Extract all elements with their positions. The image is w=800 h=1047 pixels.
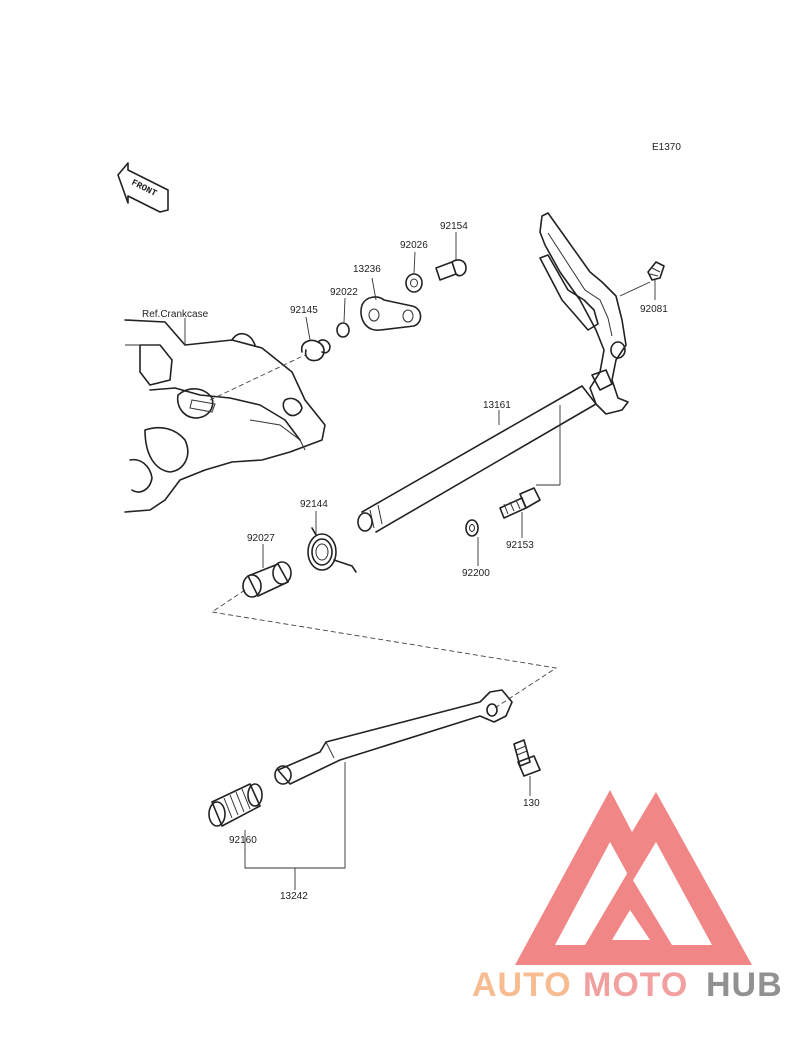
front-arrow-icon: FRONT bbox=[117, 162, 169, 213]
assembly-dash-line bbox=[209, 354, 306, 401]
part-92154-drawing bbox=[435, 259, 467, 281]
assembly-dash-line bbox=[210, 589, 558, 709]
part-label-92145: 92145 bbox=[290, 305, 318, 316]
part-label-13236: 13236 bbox=[353, 264, 381, 275]
part-label-92022: 92022 bbox=[330, 287, 358, 298]
part-92200-drawing bbox=[465, 519, 479, 537]
part-label-92200: 92200 bbox=[462, 568, 490, 579]
part-label-92026: 92026 bbox=[400, 240, 428, 251]
part-92022-drawing bbox=[336, 322, 350, 338]
part-label-92027: 92027 bbox=[247, 533, 275, 544]
part-130-drawing bbox=[513, 739, 541, 777]
part-92027-drawing bbox=[242, 561, 292, 598]
part-label-92160: 92160 bbox=[229, 835, 257, 846]
part-92145-drawing bbox=[300, 339, 331, 362]
part-label-13242: 13242 bbox=[280, 891, 308, 902]
part-13242-drawing bbox=[274, 689, 513, 785]
watermark-logo: AUTO MOTO HUB bbox=[472, 790, 783, 1004]
part-label-92081: 92081 bbox=[640, 304, 668, 315]
part-92153-drawing bbox=[499, 487, 541, 519]
watermark-hub: HUB bbox=[706, 966, 783, 1004]
part-label-92144: 92144 bbox=[300, 499, 328, 510]
part-label-13161: 13161 bbox=[483, 400, 511, 411]
part-13161-drawing bbox=[357, 212, 629, 533]
crankcase-ref-label: Ref.Crankcase bbox=[142, 309, 209, 320]
part-92026-drawing bbox=[405, 273, 423, 293]
front-label: FRONT bbox=[130, 178, 159, 199]
watermark-auto: AUTO bbox=[472, 966, 572, 1004]
part-92081-drawing bbox=[647, 261, 665, 281]
part-92144-drawing bbox=[307, 527, 357, 573]
watermark-moto: MOTO bbox=[583, 966, 688, 1004]
part-92160-drawing bbox=[208, 783, 263, 827]
part-label-130: 130 bbox=[523, 798, 540, 809]
part-label-92153: 92153 bbox=[506, 540, 534, 551]
assembly-bracket bbox=[244, 762, 346, 869]
part-label-92154: 92154 bbox=[440, 221, 468, 232]
crankcase-drawing bbox=[124, 319, 326, 513]
part-13236-drawing bbox=[360, 296, 422, 331]
diagram-code: E1370 bbox=[652, 142, 681, 153]
